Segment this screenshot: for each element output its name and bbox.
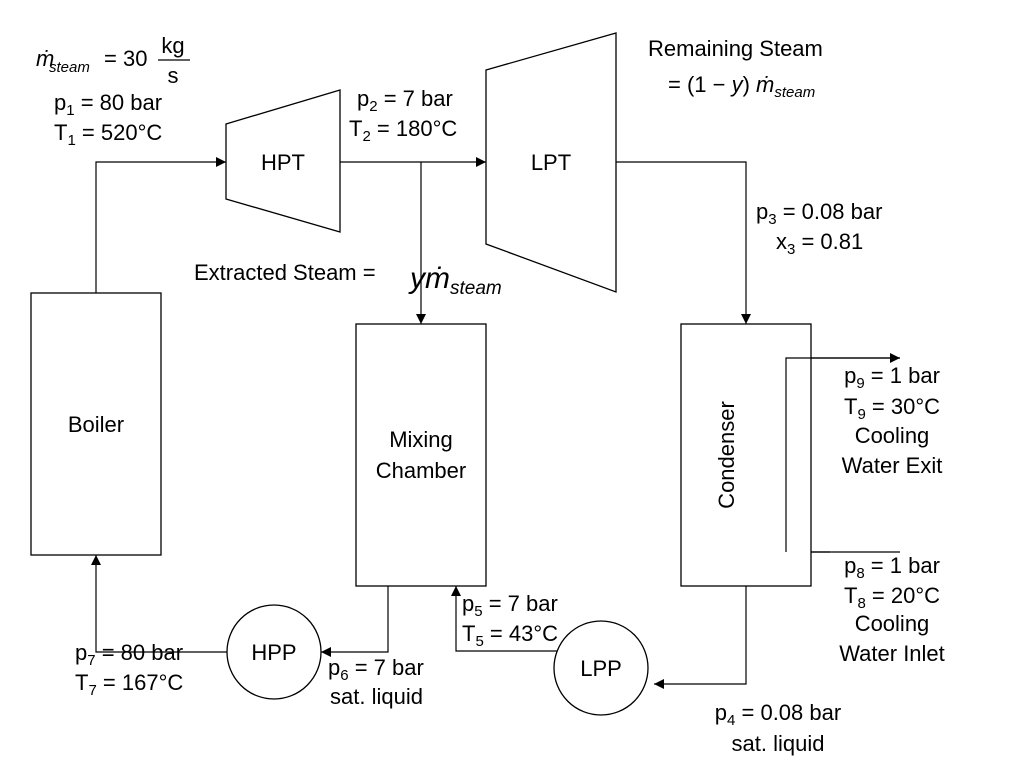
svg-text:kg: kg (161, 33, 184, 58)
svg-text:p2 = 7 bar: p2 = 7 bar (357, 86, 453, 115)
lpp-label: LPP (580, 656, 622, 681)
svg-text:T2 = 180°C: T2 = 180°C (349, 116, 457, 145)
state6-label: p6 = 7 bar sat. liquid (328, 655, 424, 709)
svg-text:= (1 − y) ṁsteam: = (1 − y) ṁsteam (668, 72, 815, 101)
svg-text:Cooling: Cooling (855, 611, 930, 636)
state4-label: p4 = 0.08 bar sat. liquid (715, 700, 841, 756)
svg-text:T8 = 20°C: T8 = 20°C (844, 583, 940, 612)
svg-text:T7 = 167°C: T7 = 167°C (75, 670, 183, 699)
lpt-turbine (485, 32, 617, 293)
mass-flow-label: ṁ steam = 30 kg s (36, 33, 190, 88)
svg-text:p5 = 7 bar: p5 = 7 bar (462, 591, 558, 620)
svg-text:steam: steam (49, 59, 90, 76)
state3-label: p3 = 0.08 bar x3 = 0.81 (756, 199, 882, 258)
line-lpp-to-mixing (451, 586, 560, 652)
svg-text:sat. liquid: sat. liquid (732, 731, 825, 756)
condenser-label: Condenser (714, 401, 739, 509)
lpp-pump (553, 620, 649, 716)
svg-text:Water Exit: Water Exit (842, 453, 943, 478)
state1-label: p1 = 80 bar T1 = 520°C (54, 90, 162, 149)
svg-text:Remaining Steam: Remaining Steam (648, 36, 823, 61)
line-hpp-to-boiler (91, 555, 227, 653)
hpt-label: HPT (261, 150, 305, 175)
state2-label: p2 = 7 bar T2 = 180°C (349, 86, 457, 145)
lpt-label: LPT (531, 150, 571, 175)
hpt-turbine (225, 89, 341, 233)
svg-text:T5 = 43°C: T5 = 43°C (462, 621, 558, 650)
svg-text:p4 = 0.08 bar: p4 = 0.08 bar (715, 700, 841, 729)
svg-text:p7 = 80 bar: p7 = 80 bar (75, 640, 183, 669)
boiler-box (30, 292, 162, 556)
boiler-label: Boiler (68, 412, 124, 437)
state9-label: p9 = 1 bar T9 = 30°C Cooling Water Exit (842, 363, 943, 478)
svg-text:ṁ: ṁ (36, 46, 54, 71)
state8-label: p8 = 1 bar T8 = 20°C Cooling Water Inlet (839, 553, 945, 666)
svg-text:p8 = 1 bar: p8 = 1 bar (844, 553, 940, 582)
mixing-chamber-box (355, 323, 487, 587)
svg-text:p1 = 80 bar: p1 = 80 bar (54, 90, 162, 119)
extracted-steam-label: Extracted Steam = yṁsteam (194, 260, 502, 299)
hpp-label: HPP (251, 640, 296, 665)
svg-text:p9 = 1 bar: p9 = 1 bar (844, 363, 940, 392)
condenser-coil (785, 357, 900, 552)
hpp-pump (226, 604, 322, 700)
svg-text:x3 = 0.81: x3 = 0.81 (776, 229, 863, 258)
svg-text:s: s (168, 63, 179, 88)
remaining-steam-label: Remaining Steam = (1 − y) ṁsteam (648, 36, 823, 101)
mixing-label-line1: Mixing (389, 427, 453, 452)
svg-text:Water Inlet: Water Inlet (839, 641, 945, 666)
condenser-box (680, 323, 812, 587)
line-boiler-to-hpt (95, 157, 226, 293)
state7-label: p7 = 80 bar T7 = 167°C (75, 640, 183, 699)
state5-label: p5 = 7 bar T5 = 43°C (462, 591, 558, 650)
mixing-label-line2: Chamber (376, 458, 466, 483)
line-mixing-to-hpp (321, 586, 389, 657)
svg-text:sat. liquid: sat. liquid (330, 684, 423, 709)
svg-text:T9 = 30°C: T9 = 30°C (844, 394, 940, 423)
svg-text:Cooling: Cooling (855, 423, 930, 448)
line-lpt-to-condenser (616, 161, 751, 324)
svg-text:p3 = 0.08 bar: p3 = 0.08 bar (756, 199, 882, 228)
svg-text:T1 = 520°C: T1 = 520°C (54, 120, 162, 149)
svg-text:= 30: = 30 (104, 46, 147, 71)
svg-text:yṁsteam: yṁsteam (408, 262, 502, 299)
line-condenser-to-lpp (654, 586, 747, 689)
svg-text:Extracted Steam =: Extracted Steam = (194, 260, 376, 285)
svg-text:p6 = 7 bar: p6 = 7 bar (328, 655, 424, 684)
